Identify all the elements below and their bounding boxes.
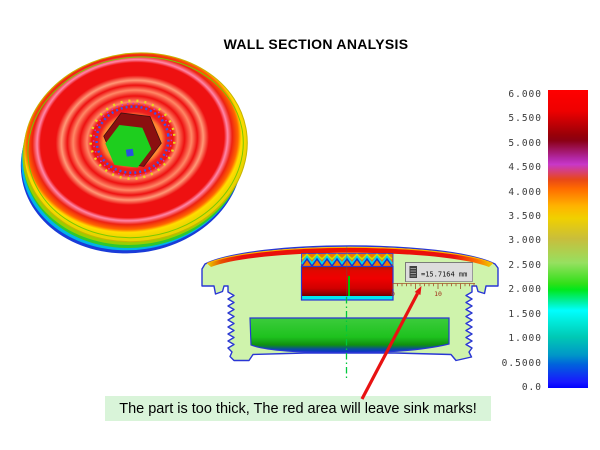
ruler-label-ten: 10 <box>434 290 442 298</box>
legend-label: 5.000 <box>508 138 542 149</box>
dome-thickness-band <box>207 247 493 267</box>
measure-icon <box>409 266 417 278</box>
note-text: The part is too thick, The red area will… <box>119 400 477 417</box>
measurement-callout: =15.7164 mm <box>405 262 473 282</box>
center-marker <box>125 148 134 157</box>
legend-label: 4.500 <box>508 162 542 173</box>
ruler-label-zero: 0 <box>391 290 395 298</box>
zigzag-strip <box>301 253 394 268</box>
legend-label: 3.000 <box>508 235 542 246</box>
part-top-view <box>20 52 248 254</box>
ruler-ticks <box>392 283 475 289</box>
rim-green-line <box>27 56 244 239</box>
legend-label: 2.500 <box>508 260 542 271</box>
legend-label: 2.000 <box>508 284 542 295</box>
legend-label: 0.5000 <box>501 358 542 369</box>
legend-label: 1.500 <box>508 309 542 320</box>
legend-label: 4.000 <box>508 187 542 198</box>
hex-recess-floor <box>105 124 152 168</box>
legend-colorbar <box>548 90 588 388</box>
legend-label: 3.500 <box>508 211 542 222</box>
dome-top-edge <box>206 246 494 265</box>
speckle-ring-magenta <box>92 102 173 177</box>
callout-value: =15.7164 mm <box>421 271 467 279</box>
legend-label: 6.000 <box>508 89 542 100</box>
legend-label: 5.500 <box>508 113 542 124</box>
cyan-strip <box>302 296 393 300</box>
page-title: WALL SECTION ANALYSIS <box>223 36 409 52</box>
legend-label: 1.000 <box>508 333 542 344</box>
speckle-ring-blue <box>95 105 170 174</box>
green-band <box>249 317 450 354</box>
legend-label: 0.0 <box>521 382 542 393</box>
note-banner: The part is too thick, The red area will… <box>105 396 491 421</box>
section-view: 0 10 =15.7164 mm <box>201 245 499 380</box>
